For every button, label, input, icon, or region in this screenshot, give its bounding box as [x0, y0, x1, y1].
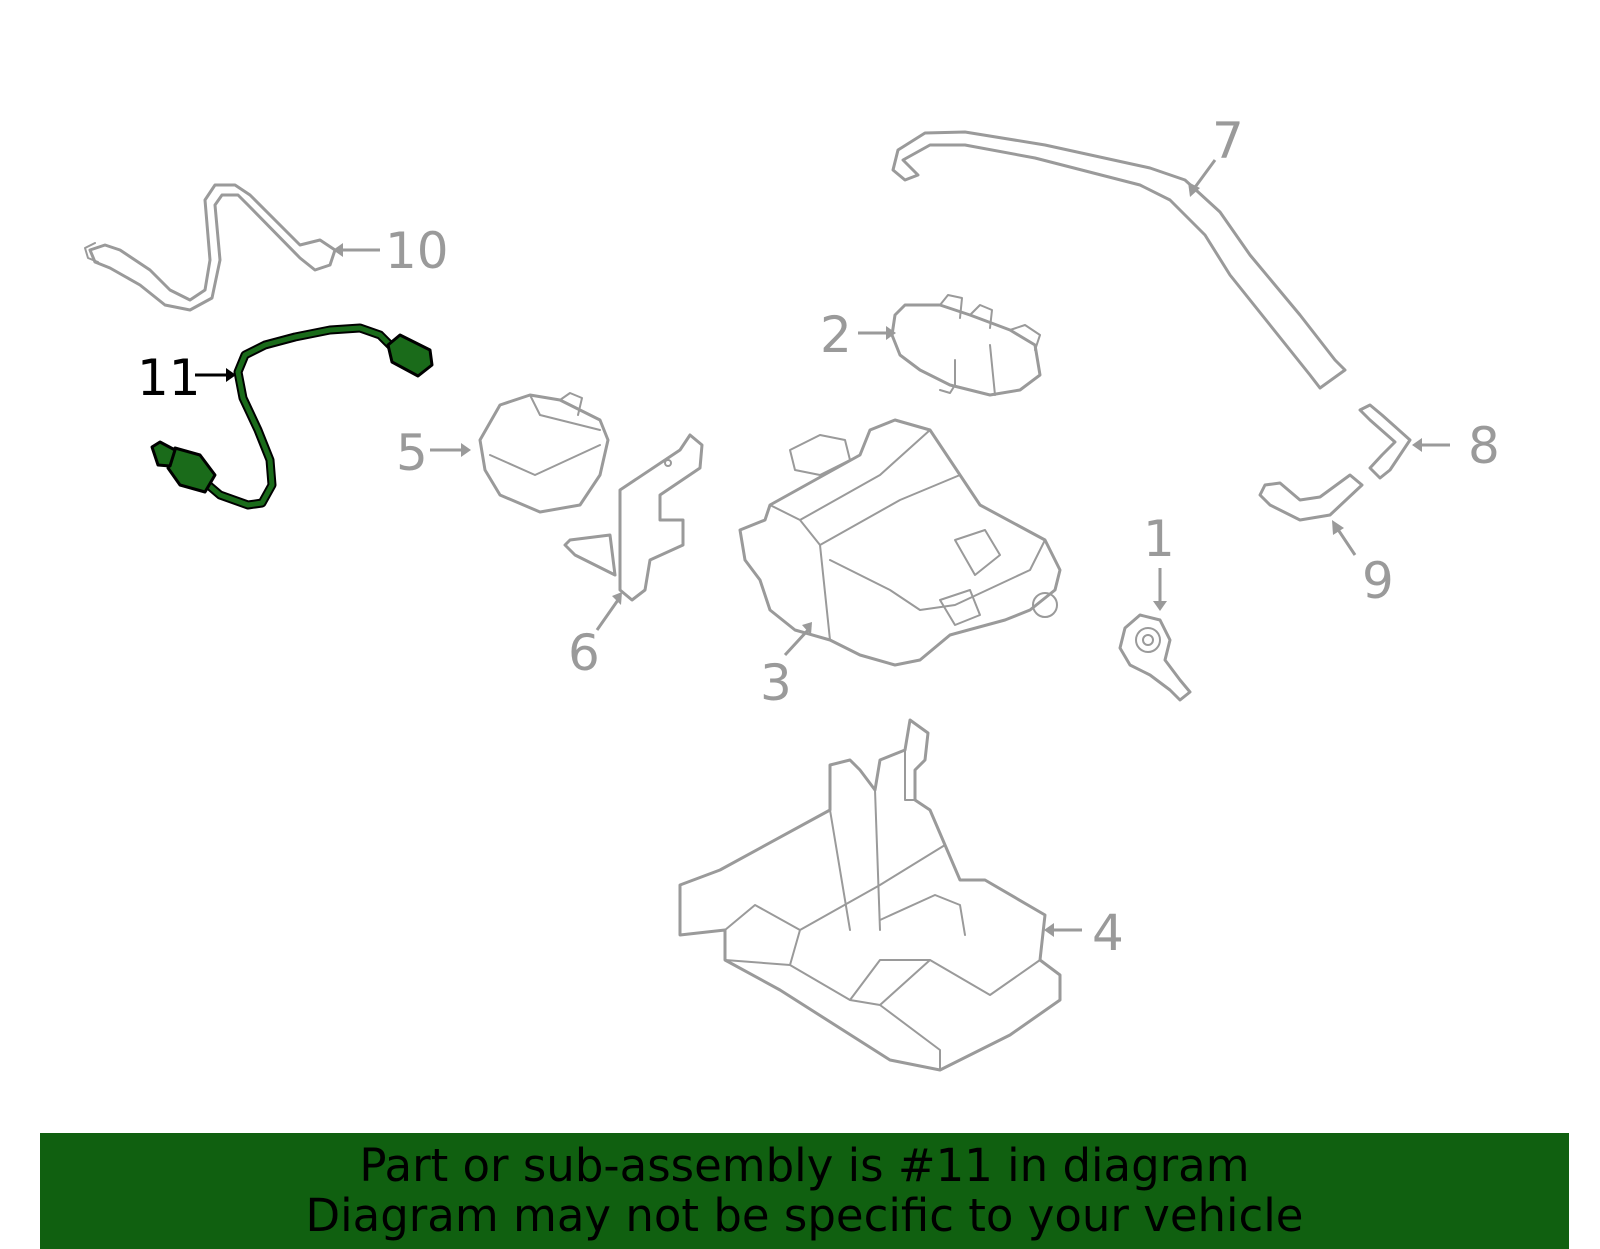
callout-11: 11: [137, 349, 236, 407]
part-7-hose[interactable]: [891, 130, 1347, 390]
part-8-elbow-hose[interactable]: [1358, 403, 1412, 480]
part-11-oxygen-sensor-highlighted[interactable]: [150, 323, 434, 510]
callout-label-10: 10: [385, 222, 449, 280]
callout-label-6: 6: [568, 624, 600, 682]
callout-10: 10: [333, 222, 449, 280]
callout-label-11: 11: [137, 349, 201, 407]
callout-label-5: 5: [396, 424, 428, 482]
part-10-oxygen-sensor[interactable]: [84, 183, 337, 312]
callout-6: 6: [568, 592, 622, 682]
part-3-charcoal-canister[interactable]: [738, 418, 1062, 667]
callout-label-7: 7: [1212, 112, 1244, 170]
callout-label-9: 9: [1362, 552, 1394, 610]
callout-7: 7: [1188, 112, 1244, 197]
callout-label-3: 3: [760, 654, 792, 712]
part-1-pump[interactable]: [1118, 613, 1192, 702]
callout-label-4: 4: [1092, 904, 1124, 962]
banner-line-2: Diagram may not be specific to your vehi…: [305, 1189, 1304, 1242]
part-2-purge-valve[interactable]: [890, 294, 1042, 397]
banner-line-1: Part or sub-assembly is #11 in diagram: [359, 1139, 1250, 1192]
part-5-reservoir[interactable]: [478, 392, 610, 514]
callout-3: 3: [760, 622, 812, 712]
callout-5: 5: [396, 424, 471, 482]
callout-9: 9: [1332, 520, 1394, 610]
callout-4: 4: [1044, 904, 1124, 962]
callout-label-1: 1: [1143, 510, 1175, 568]
info-banner: Part or sub-assembly is #11 in diagram D…: [40, 1133, 1569, 1249]
callout-2: 2: [820, 306, 896, 364]
part-9-hose[interactable]: [1258, 473, 1364, 522]
callout-8: 8: [1412, 417, 1500, 475]
callout-label-8: 8: [1468, 417, 1500, 475]
parts-diagram: 10 11 7 2 8: [84, 112, 1500, 1072]
callout-label-2: 2: [820, 306, 852, 364]
part-6-bracket[interactable]: [563, 433, 704, 602]
part-4-tray[interactable]: [678, 718, 1062, 1072]
callout-1: 1: [1143, 510, 1175, 611]
